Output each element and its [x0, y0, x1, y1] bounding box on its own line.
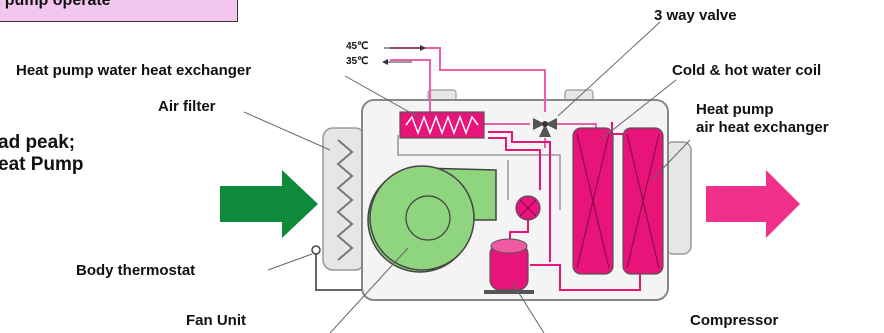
return-pipe: [390, 59, 431, 114]
label-body-thermostat: Body thermostat: [76, 262, 196, 279]
air-inlet-arrow: [220, 170, 318, 238]
leader-air-filter: [243, 111, 331, 151]
air-filter-element: [336, 139, 354, 261]
fan-icon: [367, 165, 497, 273]
label-air-hx-line1: Heat pump: [696, 101, 774, 118]
leader-thermostat: [267, 253, 313, 271]
label-air-hx-line2: air heat exchanger: [696, 119, 829, 136]
air-outlet-arrow: [706, 170, 800, 238]
leader-water-hx: [344, 75, 421, 119]
leader-three-way-valve: [557, 21, 661, 117]
three-way-valve-icon: [533, 118, 557, 137]
compressor-icon: [484, 238, 534, 294]
label-fan-unit: Fan Unit: [186, 312, 246, 329]
supply-temp-arrowhead: [420, 45, 426, 51]
mode-banner: t pump operate: [0, 0, 238, 22]
return-temp-arrowhead: [382, 59, 388, 65]
body-thermostat-icon: [311, 245, 362, 291]
leader-fan: [329, 247, 409, 333]
side-note-line2: eat Pump: [0, 154, 84, 175]
label-three-way-valve: 3 way valve: [654, 7, 737, 24]
return-temperature: 35℃: [346, 56, 369, 67]
label-compressor: Compressor: [690, 312, 779, 329]
leader-water-coil: [599, 79, 677, 141]
coil-line-b: [576, 133, 610, 269]
ref-line-4: [530, 264, 641, 291]
ref-line-3: [509, 220, 529, 242]
leader-air-hx: [651, 139, 691, 181]
label-water-heat-exchanger: Heat pump water heat exchanger: [16, 62, 252, 79]
label-cold-hot-water-coil: Cold & hot water coil: [672, 62, 822, 79]
air-hx-line-b: [626, 133, 660, 269]
leader-compressor: [511, 281, 545, 333]
side-note-line1: ad peak;: [0, 132, 76, 153]
expansion-valve-icon: [515, 195, 541, 221]
ref-line-2: [488, 137, 541, 190]
water-hx-coil: [405, 114, 479, 136]
mode-banner-text: t pump operate: [0, 0, 111, 9]
ref-line-1: [488, 131, 551, 262]
supply-temperature: 45℃: [346, 41, 369, 52]
inner-duct: [397, 135, 561, 210]
label-air-filter: Air filter: [158, 98, 216, 115]
